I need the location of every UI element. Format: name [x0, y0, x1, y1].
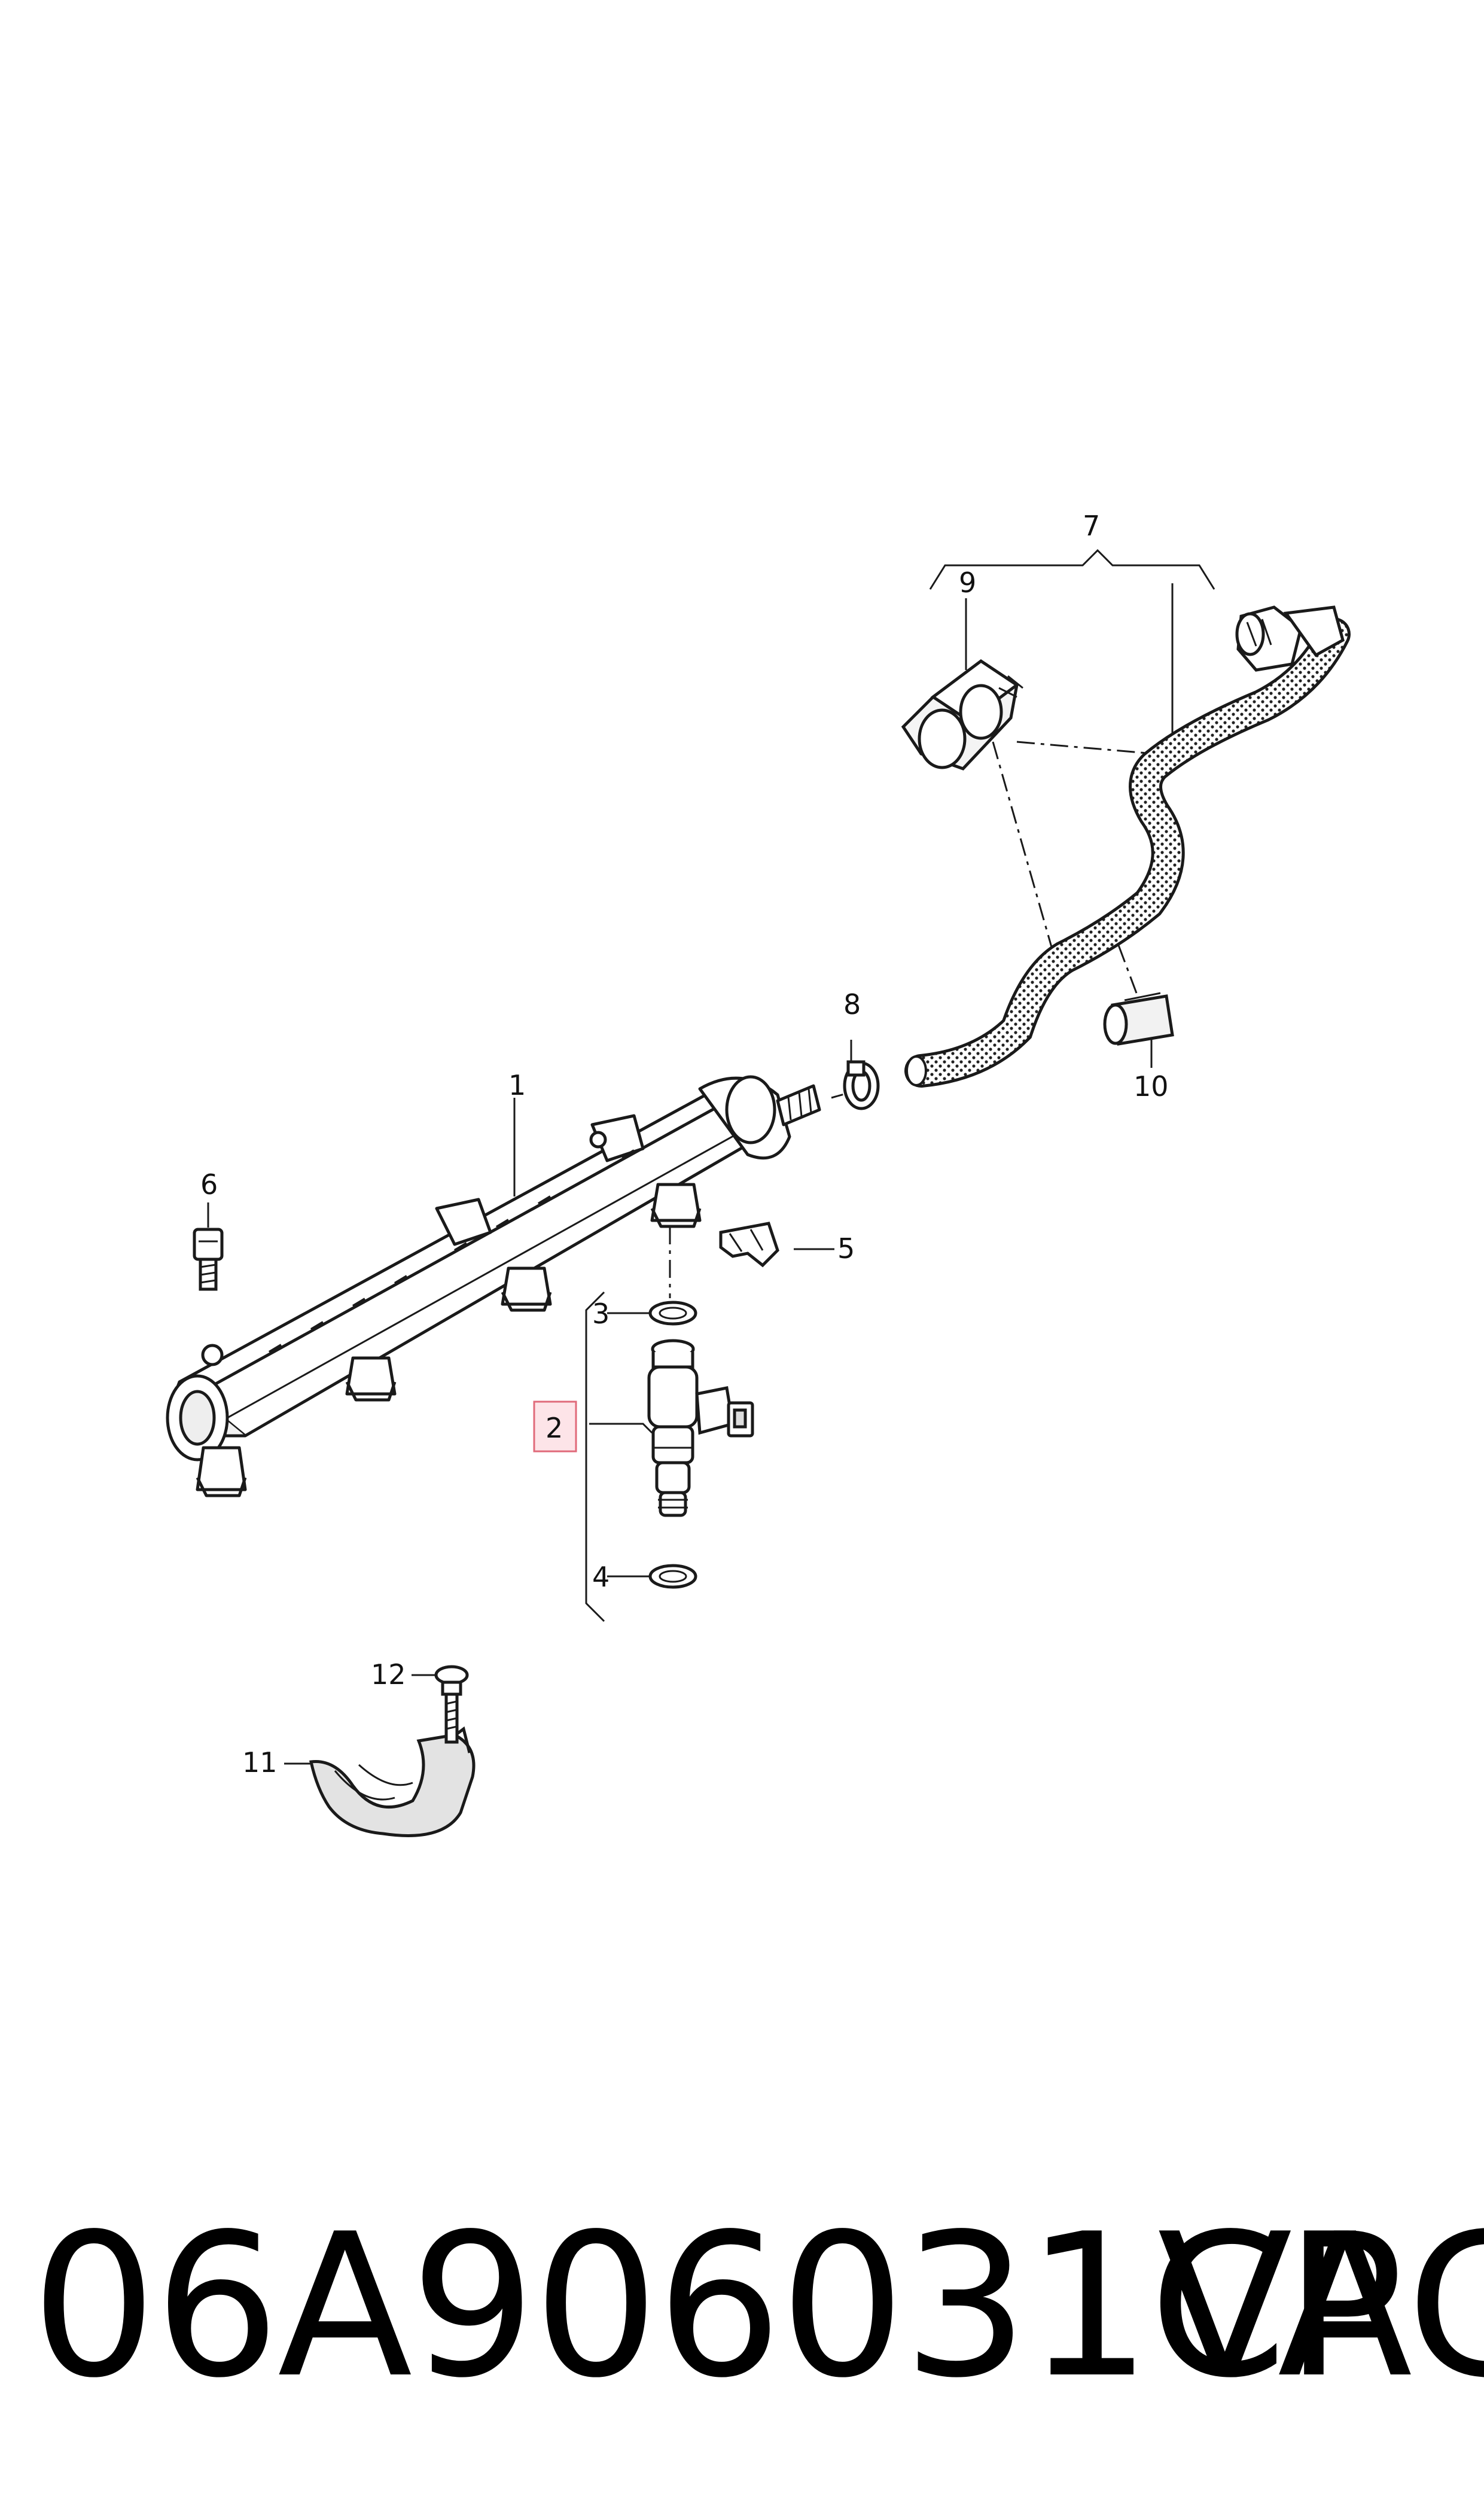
retaining-clip: [719, 1222, 779, 1268]
fuel-hose: [904, 605, 1351, 1088]
callout-9: 9: [959, 567, 976, 599]
callout-5: 5: [837, 1232, 855, 1265]
fuel-rail: [166, 1075, 821, 1497]
callout-12: 12: [371, 1658, 406, 1691]
callout-10: 10: [1133, 1070, 1169, 1103]
heat-shield: [309, 1726, 476, 1837]
callout-6: 6: [200, 1168, 218, 1201]
fuel-injector: [647, 1339, 754, 1517]
brand-text: VAG: [1157, 2191, 1484, 2421]
callout-1: 1: [508, 1069, 526, 1101]
callout-3: 3: [592, 1298, 610, 1330]
hose-clamp: [843, 1060, 880, 1110]
callout-11: 11: [242, 1746, 278, 1779]
part-number-text: 06A906031CP: [31, 2191, 1404, 2421]
callout-7: 7: [1083, 510, 1100, 542]
hose-holder: [901, 659, 1023, 771]
screw-part-12: [434, 1665, 469, 1744]
leader-lines: [284, 583, 1174, 1765]
callout-2[interactable]: 2: [546, 1412, 563, 1444]
bracket-7: [929, 549, 1215, 590]
bolt-part-6: [193, 1228, 224, 1291]
protective-sleeve: [1103, 992, 1174, 1046]
callout-4: 4: [592, 1561, 610, 1593]
callout-8: 8: [843, 988, 861, 1021]
bracket-2: [585, 1291, 605, 1622]
highlight-box-2: [533, 1400, 577, 1453]
